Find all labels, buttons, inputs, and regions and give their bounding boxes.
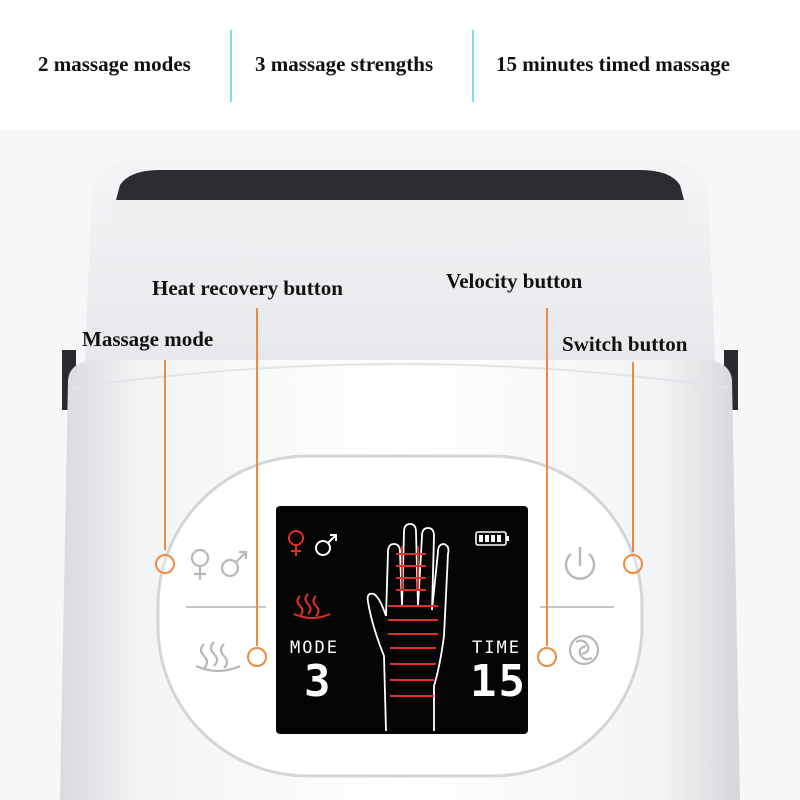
- power-button-icon: [564, 547, 596, 580]
- callout-massage-mode: Massage mode: [82, 327, 214, 351]
- callout-switch: Switch button: [562, 332, 688, 356]
- feature-separator: [230, 30, 232, 102]
- battery-icon: [475, 531, 509, 546]
- gender-button-icon: [190, 548, 248, 580]
- callout-heat-recovery: Heat recovery button: [152, 276, 343, 300]
- time-label: TIME: [472, 638, 521, 658]
- female-icon: [288, 530, 304, 556]
- feature-separator: [472, 30, 474, 102]
- leader-velocity: [546, 308, 548, 646]
- leader-heat-recovery: [256, 308, 258, 646]
- heat-indicator-icon: [293, 593, 331, 619]
- leader-switch: [632, 362, 634, 552]
- mode-value: 3: [304, 656, 331, 707]
- feature-modes: 2 massage modes: [38, 52, 191, 76]
- hand-opening: [116, 170, 684, 200]
- feature-strengths: 3 massage strengths: [255, 52, 434, 76]
- speed-button-icon: [568, 634, 600, 666]
- time-value: 15: [470, 656, 527, 707]
- feature-banner: [0, 0, 800, 130]
- heat-recovery-button[interactable]: [247, 647, 267, 667]
- callout-velocity: Velocity button: [446, 269, 583, 293]
- hand-massage-zones: [388, 546, 438, 697]
- leader-massage-mode: [164, 360, 166, 550]
- massage-mode-button[interactable]: [155, 554, 175, 574]
- heat-button-icon: [195, 641, 241, 673]
- hand-outline-icon: [366, 523, 450, 732]
- velocity-button[interactable]: [537, 647, 557, 667]
- switch-button[interactable]: [623, 554, 643, 574]
- lcd-display: MODE 3 TIME 15: [276, 506, 528, 734]
- mode-label: MODE: [290, 638, 339, 658]
- lcd-graphics: [288, 523, 509, 732]
- male-icon: [315, 534, 337, 556]
- feature-timer: 15 minutes timed massage: [496, 52, 730, 76]
